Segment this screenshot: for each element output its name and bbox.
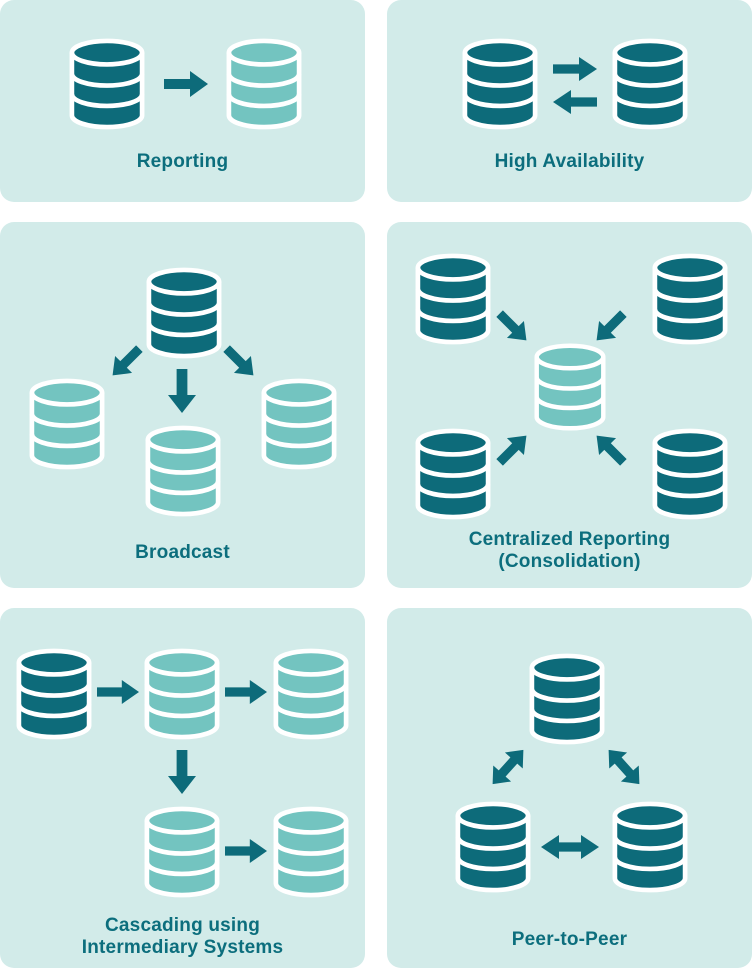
- target-database-left-icon: [28, 377, 106, 471]
- report-database-icon: [225, 37, 303, 131]
- peer-arrow-bottom: [541, 835, 599, 859]
- peer-arrow-top-right: [600, 742, 649, 792]
- source-database-icon: [145, 266, 223, 360]
- panel-title: Broadcast: [0, 542, 365, 564]
- panel-title: Peer-to-Peer: [387, 929, 752, 951]
- panel-title: Reporting: [0, 151, 365, 173]
- source-database-bottom-right-icon: [651, 427, 729, 521]
- target-database-center-icon: [144, 424, 222, 518]
- peer-database-top-icon: [528, 652, 606, 746]
- consolidated-database-icon: [533, 342, 607, 432]
- source-database-top-right-icon: [651, 252, 729, 346]
- cascade-arrow-2: [225, 680, 267, 704]
- consolidation-arrow-from-bottom-left: [491, 427, 535, 471]
- broadcast-arrow-down-left: [104, 340, 148, 384]
- source-database-icon: [15, 647, 93, 741]
- panel-title-line: (Consolidation): [498, 551, 641, 572]
- cascade-arrow-1: [97, 680, 139, 704]
- source-database-bottom-left-icon: [414, 427, 492, 521]
- consolidation-arrow-from-top-right: [588, 305, 632, 349]
- panel-title: High Availability: [387, 151, 752, 173]
- cascade-arrow-3: [225, 839, 267, 863]
- replication-arrow-right: [164, 71, 208, 97]
- panel-title: Centralized Reporting(Consolidation): [387, 529, 752, 573]
- consolidation-arrow-from-bottom-right: [588, 427, 632, 471]
- panel-high-availability: High Availability: [387, 0, 752, 202]
- broadcast-arrow-down-right: [218, 340, 262, 384]
- standby-database-icon: [611, 37, 689, 131]
- target-database-bottom-icon: [272, 805, 350, 899]
- panel-title-line: Centralized Reporting: [468, 529, 671, 550]
- broadcast-arrow-down: [168, 369, 196, 413]
- panel-title-line: Cascading using: [104, 915, 261, 936]
- peer-database-left-icon: [454, 800, 532, 894]
- target-database-top-icon: [272, 647, 350, 741]
- panel-broadcast: Broadcast: [0, 222, 365, 588]
- panel-peer-to-peer: Peer-to-Peer: [387, 608, 752, 968]
- peer-arrow-top-left: [484, 742, 533, 792]
- intermediary-database-2-icon: [143, 805, 221, 899]
- panel-centralized-reporting: Centralized Reporting(Consolidation): [387, 222, 752, 588]
- consolidation-arrow-from-top-left: [491, 305, 535, 349]
- panel-reporting: Reporting: [0, 0, 365, 202]
- replication-arrow-right: [553, 57, 597, 81]
- peer-database-right-icon: [611, 800, 689, 894]
- cascade-arrow-down: [168, 750, 196, 794]
- panel-title-line: Broadcast: [135, 542, 230, 563]
- panel-title-line: Peer-to-Peer: [511, 929, 628, 950]
- source-database-top-left-icon: [414, 252, 492, 346]
- panel-title-line: Reporting: [136, 151, 229, 172]
- primary-database-icon: [461, 37, 539, 131]
- replication-arrow-left: [553, 90, 597, 114]
- target-database-right-icon: [260, 377, 338, 471]
- panel-title-line: High Availability: [494, 151, 645, 172]
- panel-title-line: Intermediary Systems: [81, 937, 284, 958]
- source-database-icon: [68, 37, 146, 131]
- intermediary-database-1-icon: [143, 647, 221, 741]
